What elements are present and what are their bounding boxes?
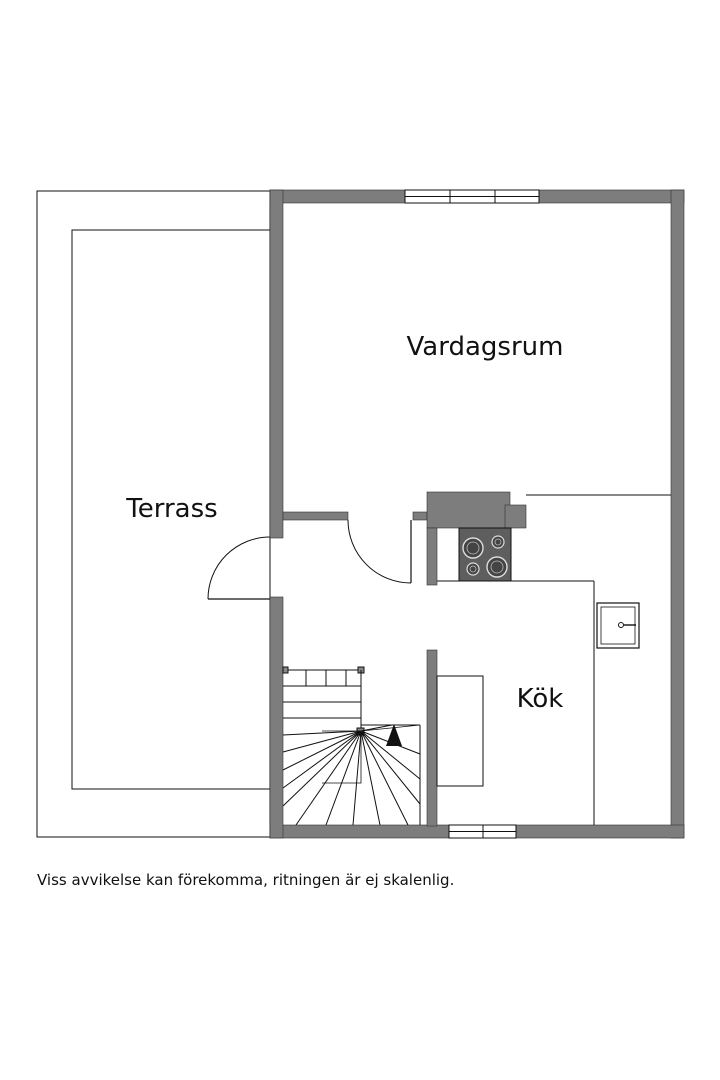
staircase [282, 666, 421, 826]
room-label-kitchen: Kök [517, 684, 564, 714]
window-bottom [448, 824, 517, 839]
window-top [404, 189, 540, 204]
disclaimer-text: Viss avvikelse kan förekomma, ritningen … [37, 871, 455, 889]
stove [458, 527, 512, 582]
room-label-living: Vardagsrum [407, 332, 564, 362]
terrace-area [36, 190, 271, 838]
kitchen-table [436, 675, 484, 787]
sink [596, 602, 640, 649]
exterior-walls [269, 189, 685, 839]
entrance-door [207, 536, 271, 600]
room-label-terrace: Terrass [125, 494, 217, 524]
living-room-door [347, 519, 412, 584]
interior-walls [282, 491, 527, 827]
stair-direction-arrow-icon [386, 724, 402, 746]
